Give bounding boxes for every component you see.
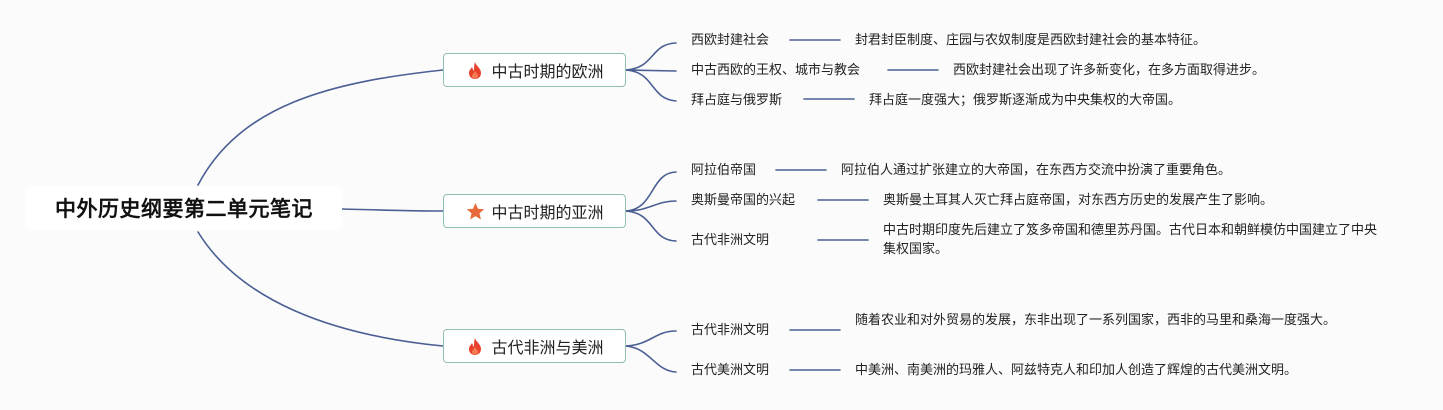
link-root-asia	[341, 208, 444, 212]
link-root-europe	[197, 69, 444, 186]
leaf-detail: 随着农业和对外贸易的发展，东非出现了一系列国家，西非的马里和桑海一度强大。	[855, 313, 1337, 328]
branch-topic-label: 古代非洲与美洲	[491, 338, 604, 357]
root-topic-label: 中外历史纲要第二单元笔记	[55, 197, 313, 221]
leaf-detail: 中古时期印度先后建立了笈多帝国和德里苏丹国。古代日本和朝鲜模仿中国建立了中央集权…	[883, 223, 1378, 257]
link-asia-3	[625, 210, 677, 242]
leaf-detail: 奥斯曼土耳其人灭亡拜占庭帝国，对东西方历史的发展产生了影响。	[883, 193, 1274, 208]
link-asia-1	[625, 171, 677, 212]
root-topic[interactable]: 中外历史纲要第二单元笔记	[26, 186, 342, 230]
leaf-topic[interactable]: 古代美洲文明	[691, 363, 770, 378]
leaf-topic[interactable]: 阿拉伯帝国	[691, 163, 757, 178]
star-icon	[465, 201, 485, 221]
leaf-topic[interactable]: 奥斯曼帝国的兴起	[691, 193, 796, 208]
leaf-topic[interactable]: 中古西欧的王权、城市与教会	[691, 63, 861, 78]
leaf-detail: 西欧封建社会出现了许多新变化，在多方面取得进步。	[953, 63, 1266, 78]
link-africa-2	[625, 345, 677, 373]
branch-topic-africa-americas[interactable]: 古代非洲与美洲	[443, 329, 626, 363]
branch-topic-label: 中古时期的欧洲	[491, 62, 604, 81]
branch-topic-asia[interactable]: 中古时期的亚洲	[443, 194, 626, 228]
leaf-topic[interactable]: 古代非洲文明	[691, 323, 770, 338]
link-africa-1	[625, 330, 677, 347]
branch-topic-label: 中古时期的亚洲	[491, 203, 604, 222]
leaf-topic[interactable]: 西欧封建社会	[691, 33, 770, 48]
leaf-topic[interactable]: 古代非洲文明	[691, 233, 770, 248]
flame-icon	[465, 60, 485, 80]
leaf-topic[interactable]: 拜占庭与俄罗斯	[691, 93, 783, 108]
branch-topic-europe[interactable]: 中古时期的欧洲	[443, 53, 626, 87]
link-europe-2	[625, 69, 677, 72]
leaf-detail: 中美洲、南美洲的玛雅人、阿兹特克人和印加人创造了辉煌的古代美洲文明。	[855, 363, 1298, 378]
link-root-africa	[197, 231, 444, 347]
link-europe-1	[625, 42, 677, 71]
flame-icon	[465, 336, 485, 356]
leaf-detail: 封君封臣制度、庄园与农奴制度是西欧封建社会的基本特征。	[855, 33, 1207, 48]
leaf-detail: 阿拉伯人通过扩张建立的大帝国，在东西方交流中扮演了重要角色。	[841, 163, 1232, 178]
link-europe-3	[625, 69, 677, 102]
leaf-detail: 拜占庭一度强大；俄罗斯逐渐成为中央集权的大帝国。	[869, 93, 1182, 108]
link-asia-2	[625, 200, 677, 212]
